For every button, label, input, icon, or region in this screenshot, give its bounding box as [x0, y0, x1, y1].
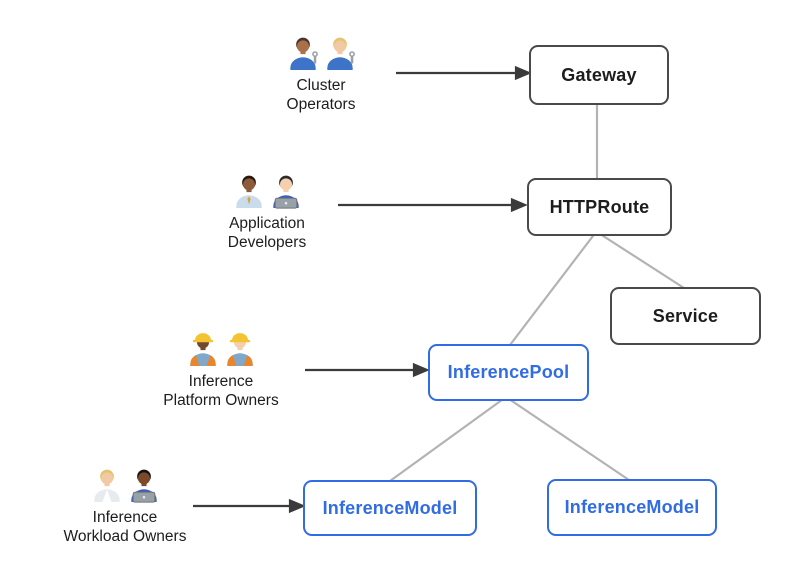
persona-cluster-operators-label: Cluster Operators	[221, 76, 421, 114]
node-inferencepool-label: InferencePool	[447, 362, 570, 382]
node-inferencemodel-right-label: InferenceModel	[564, 497, 700, 517]
persona-cluster-operators: Cluster Operators	[221, 33, 421, 114]
node-inferencemodel-left: InferenceModel	[303, 480, 477, 536]
arrowhead-inferencemodel	[288, 498, 306, 514]
persona-inference-platform-owners-label: Inference Platform Owners	[121, 372, 321, 410]
actor-arrows	[193, 65, 532, 514]
label-line: Operators	[286, 96, 356, 113]
edge-inferencepool-inferencemodel-right	[505, 396, 630, 481]
edge-inferencepool-inferencemodel-left	[389, 396, 507, 482]
man-mechanic-icon	[289, 37, 318, 70]
label-line: Inference	[188, 373, 254, 390]
node-service-label: Service	[652, 305, 719, 326]
node-httproute: HTTPRoute	[527, 178, 672, 236]
node-gateway-label: Gateway	[561, 64, 637, 85]
label-line: Inference	[92, 509, 158, 526]
label-line: Platform Owners	[163, 392, 279, 409]
persona-inference-platform-owners-icons	[121, 329, 321, 367]
node-inferencemodel-right: InferenceModel	[547, 479, 717, 536]
node-service: Service	[610, 287, 761, 345]
persona-inference-platform-owners: Inference Platform Owners	[121, 329, 321, 410]
node-inferencepool: InferencePool	[428, 344, 589, 401]
edge-httproute-service	[596, 231, 685, 289]
arrowhead-httproute	[510, 197, 528, 213]
label-line: Developers	[227, 234, 307, 251]
resource-connectors	[389, 101, 685, 482]
woman-technologist-icon	[272, 175, 299, 209]
node-httproute-label: HTTPRoute	[549, 196, 650, 217]
arrowhead-inferencepool	[412, 362, 430, 378]
persona-inference-workload-owners-label: Inference Workload Owners	[25, 508, 225, 546]
label-line: Application	[229, 215, 305, 232]
woman-construction-worker-icon	[189, 333, 216, 366]
label-line: Workload Owners	[63, 528, 187, 545]
man-construction-worker-icon	[226, 333, 253, 366]
man-technologist-icon	[130, 469, 157, 503]
node-gateway: Gateway	[529, 45, 669, 105]
health-worker-icon	[93, 469, 120, 502]
arrowhead-gateway	[514, 65, 532, 81]
node-inferencemodel-left-label: InferenceModel	[322, 497, 458, 518]
persona-application-developers-icons	[167, 171, 367, 209]
man-office-worker-icon	[235, 175, 262, 208]
persona-application-developers-label: Application Developers	[167, 214, 367, 252]
edge-httproute-inferencepool	[509, 231, 597, 346]
label-line: Cluster	[296, 77, 346, 94]
persona-inference-workload-owners-icons	[25, 465, 225, 503]
persona-cluster-operators-icons	[221, 33, 421, 71]
woman-mechanic-icon	[326, 37, 355, 70]
persona-inference-workload-owners: Inference Workload Owners	[25, 465, 225, 546]
persona-application-developers: Application Developers	[167, 171, 367, 252]
